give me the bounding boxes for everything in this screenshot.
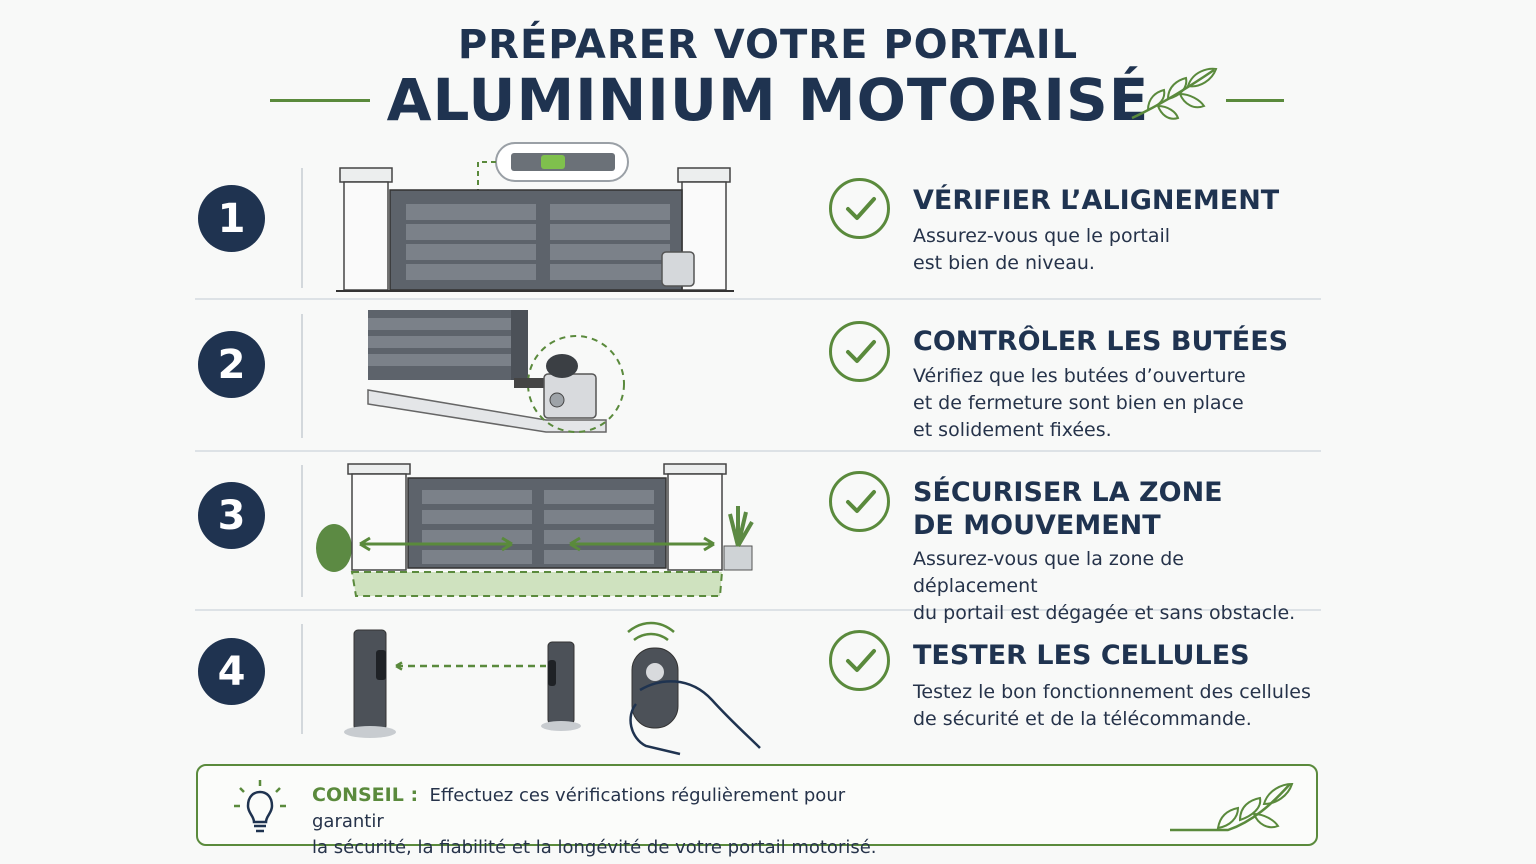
step-number-2: 2	[198, 331, 265, 398]
tip-text: CONSEIL : Effectuez ces vérifications ré…	[312, 782, 912, 861]
step-number-4: 4	[198, 638, 265, 705]
step-3-title-line: SÉCURISER LA ZONE	[913, 477, 1223, 508]
step-number-1: 1	[198, 185, 265, 252]
step-1-desc-line: Assurez-vous que le portail	[913, 225, 1171, 247]
row-separator	[195, 609, 1321, 611]
step-2-desc-line: et de fermeture sont bien en place	[913, 392, 1244, 414]
safety-cells-illustration	[344, 621, 761, 756]
step-3-title-line: DE MOUVEMENT	[913, 510, 1161, 541]
step-1-desc: Assurez-vous que le portail est bien de …	[913, 223, 1313, 277]
step-4-desc-line: de sécurité et de la télécommande.	[913, 708, 1252, 730]
leaf-icon	[1131, 67, 1218, 120]
step-4-desc-line: Testez le bon fonctionnement des cellule…	[913, 681, 1311, 703]
step-4-title: TESTER LES CELLULES	[913, 640, 1250, 671]
step-1-check-icon	[829, 178, 890, 239]
row-separator	[195, 298, 1321, 300]
step-divider	[301, 168, 303, 288]
step-divider	[301, 624, 303, 734]
title-line-2: ALUMINIUM MOTORISÉ	[386, 66, 1150, 134]
step-4-check-icon	[829, 630, 890, 691]
lightbulb-icon	[234, 780, 286, 833]
gate-stop-illustration	[367, 310, 625, 433]
step-number-3: 3	[198, 482, 265, 549]
tip-line: Effectuez ces vérifications régulièremen…	[312, 785, 846, 832]
tip-label: CONSEIL :	[312, 784, 419, 806]
step-1-title: VÉRIFIER L’ALIGNEMENT	[913, 185, 1280, 216]
step-2-desc-line: et solidement fixées.	[913, 419, 1112, 441]
title-line-1: PRÉPARER VOTRE PORTAIL	[457, 22, 1079, 68]
step-2-check-icon	[829, 321, 890, 382]
row-separator	[195, 450, 1321, 452]
step-3-desc-line: du portail est dégagée et sans obstacle.	[913, 602, 1296, 624]
step-2-desc-line: Vérifiez que les butées d’ouverture	[913, 365, 1246, 387]
step-1-desc-line: est bien de niveau.	[913, 252, 1095, 274]
step-3-title: SÉCURISER LA ZONE DE MOUVEMENT	[913, 476, 1293, 542]
step-2-desc: Vérifiez que les butées d’ouverture et d…	[913, 363, 1313, 444]
step-divider	[301, 314, 303, 438]
step-3-desc: Assurez-vous que la zone de déplacement …	[913, 546, 1313, 627]
step-2-title: CONTRÔLER LES BUTÉES	[913, 326, 1289, 357]
step-3-check-icon	[829, 471, 890, 532]
step-3-desc-line: Assurez-vous que la zone de déplacement	[913, 548, 1185, 597]
title-rule-right	[1226, 99, 1284, 102]
step-divider	[301, 465, 303, 597]
leaf-icon	[1170, 782, 1294, 832]
tip-line: la sécurité, la fiabilité et la longévit…	[312, 837, 877, 858]
tip-box: CONSEIL : Effectuez ces vérifications ré…	[196, 764, 1318, 858]
gate-level-illustration	[336, 142, 734, 292]
movement-zone-illustration	[316, 463, 754, 597]
title-rule-left	[270, 99, 370, 102]
step-4-desc: Testez le bon fonctionnement des cellule…	[913, 679, 1313, 733]
